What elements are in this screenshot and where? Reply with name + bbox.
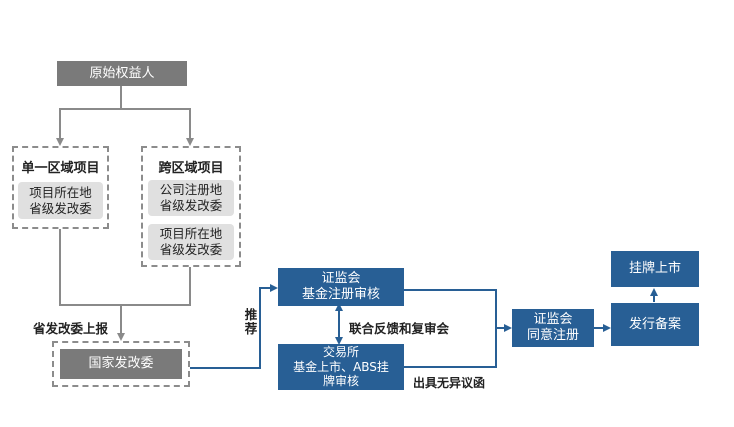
csrc-registration-label: 证监会 基金注册审核 (301, 271, 380, 302)
issue-filing-box: 发行备案 (611, 303, 699, 346)
exchange-label: 交易所 基金上市、ABS挂 牌审核 (293, 345, 389, 389)
single-region-item: 项目所在地 省级发改委 (18, 182, 103, 219)
report-label: 省发改委上报 (33, 321, 109, 336)
listing-box: 挂牌上市 (611, 251, 699, 287)
cross-region-item-label: 公司注册地 省级发改委 (159, 182, 223, 213)
original-owner-label: 原始权益人 (89, 65, 155, 81)
ndrc-box: 国家发改委 (60, 349, 182, 379)
cross-region-item: 项目所在地 省级发改委 (148, 224, 234, 260)
single-region-item-label: 项目所在地 省级发改委 (29, 184, 92, 216)
edge-owner-to-regions (56, 86, 194, 146)
exchange-box: 交易所 基金上市、ABS挂 牌审核 (278, 344, 404, 390)
original-owner-box: 原始权益人 (57, 61, 187, 86)
recommend-label: 推荐 (244, 307, 258, 337)
csrc-approval-label: 证监会 同意注册 (526, 312, 579, 343)
joint-review-label: 联合反馈和复审会 (349, 321, 450, 336)
no-objection-label: 出具无异议函 (413, 376, 486, 390)
cross-region-item: 公司注册地 省级发改委 (148, 180, 234, 216)
edge-regions-to-ndrc (59, 229, 191, 341)
issue-filing-label: 发行备案 (628, 316, 681, 332)
csrc-registration-box: 证监会 基金注册审核 (278, 268, 404, 306)
single-region-title: 单一区域项目 (21, 161, 100, 176)
cross-region-item-label: 项目所在地 省级发改委 (159, 226, 223, 257)
edge-blue-flows (190, 284, 658, 369)
listing-label: 挂牌上市 (628, 261, 681, 277)
cross-region-title: 跨区域项目 (158, 161, 224, 176)
csrc-approval-box: 证监会 同意注册 (512, 309, 594, 347)
ndrc-label: 国家发改委 (88, 356, 154, 372)
